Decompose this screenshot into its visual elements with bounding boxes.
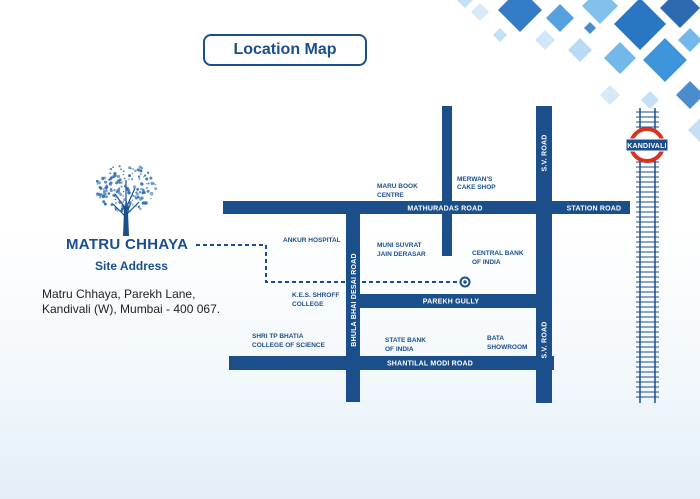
railway-station-icon: KANDIVALI [625, 127, 669, 163]
landmark-sbi-1: STATE BANK [385, 337, 426, 344]
landmark-ankur-hospital: ANKUR HOSPITAL [283, 237, 341, 244]
decorative-diamond [604, 42, 636, 74]
tree-logo-icon [95, 165, 158, 236]
decorative-diamond [676, 81, 700, 109]
railway-track [636, 108, 659, 403]
decorative-diamond [614, 0, 666, 50]
landmark-tp-bhatia-2: COLLEGE OF SCIENCE [252, 342, 326, 349]
decorative-diamond [641, 91, 659, 109]
sv-road [536, 106, 552, 403]
decorative-diamond [457, 0, 473, 8]
bhulabhai-desai-road-label: BHULA BHAI DESAI ROAD [351, 253, 358, 346]
decorative-diamond [584, 22, 596, 34]
landmark-central-bank-2: OF INDIA [472, 259, 501, 266]
parekh-gully-label: PAREKH GULLY [423, 299, 480, 306]
landmark-tp-bhatia-1: SHRI TP BHATIA [252, 333, 304, 340]
decorative-diamond [498, 0, 542, 32]
shantilal-modi-road [229, 356, 554, 370]
decorative-diamond [568, 38, 592, 62]
landmark-munisuvrat-1: MUNI SUVRAT [377, 242, 422, 249]
decorative-diamond [600, 85, 620, 105]
site-address-label: Site Address [95, 259, 168, 273]
decorative-diamond [493, 28, 507, 42]
shantilal-modi-road-label: SHANTILAL MODI ROAD [387, 361, 473, 368]
station-road-label: STATION ROAD [567, 206, 622, 213]
sv-road-label-top: S.V. ROAD [542, 135, 549, 172]
route-dashed-line [196, 244, 462, 283]
landmark-bata-2: SHOWROOM [487, 344, 527, 351]
landmark-kes-shroff-1: K.E.S. SHROFF [292, 292, 339, 299]
decorative-diamond [660, 0, 700, 28]
mathuradas-road-label: MATHURADAS ROAD [407, 206, 482, 213]
decorative-diamond [688, 118, 700, 142]
landmark-bata-1: BATA [487, 335, 504, 342]
sv-road-label-bottom: S.V. ROAD [542, 322, 549, 359]
decorative-diamond [471, 3, 489, 21]
page-title: Location Map [203, 34, 367, 66]
landmark-merwans-2: CAKE SHOP [457, 184, 496, 191]
station-label: KANDIVALI [627, 143, 666, 150]
address-line-2: Kandivali (W), Mumbai - 400 067. [42, 302, 221, 316]
landmark-central-bank-1: CENTRAL BANK [472, 250, 524, 257]
decorative-diamond [678, 28, 700, 52]
bhulabhai-desai-road [346, 210, 360, 402]
landmark-maru-book-centre-1: MARU BOOK [377, 183, 418, 190]
decorative-diamond [535, 30, 555, 50]
landmark-sbi-2: OF INDIA [385, 346, 414, 353]
mathuradas-road [223, 201, 630, 214]
site-name: MATRU CHHAYA [66, 236, 189, 253]
address-line-1: Matru Chhaya, Parekh Lane, [42, 287, 196, 301]
merwan-lane [442, 106, 452, 256]
site-marker-icon [459, 276, 471, 288]
decorative-diamond [582, 0, 618, 24]
landmark-merwans-1: MERWAN'S [457, 176, 493, 183]
site-address: Matru Chhaya, Parekh Lane, Kandivali (W)… [42, 287, 222, 317]
parekh-gully-road [358, 294, 538, 308]
landmark-kes-shroff-2: COLLEGE [292, 301, 324, 308]
landmark-munisuvrat-2: JAIN DERASAR [377, 251, 426, 258]
landmark-maru-book-centre-2: CENTRE [377, 192, 404, 199]
decorative-diamond [546, 4, 574, 32]
decorative-diamond [643, 38, 687, 82]
